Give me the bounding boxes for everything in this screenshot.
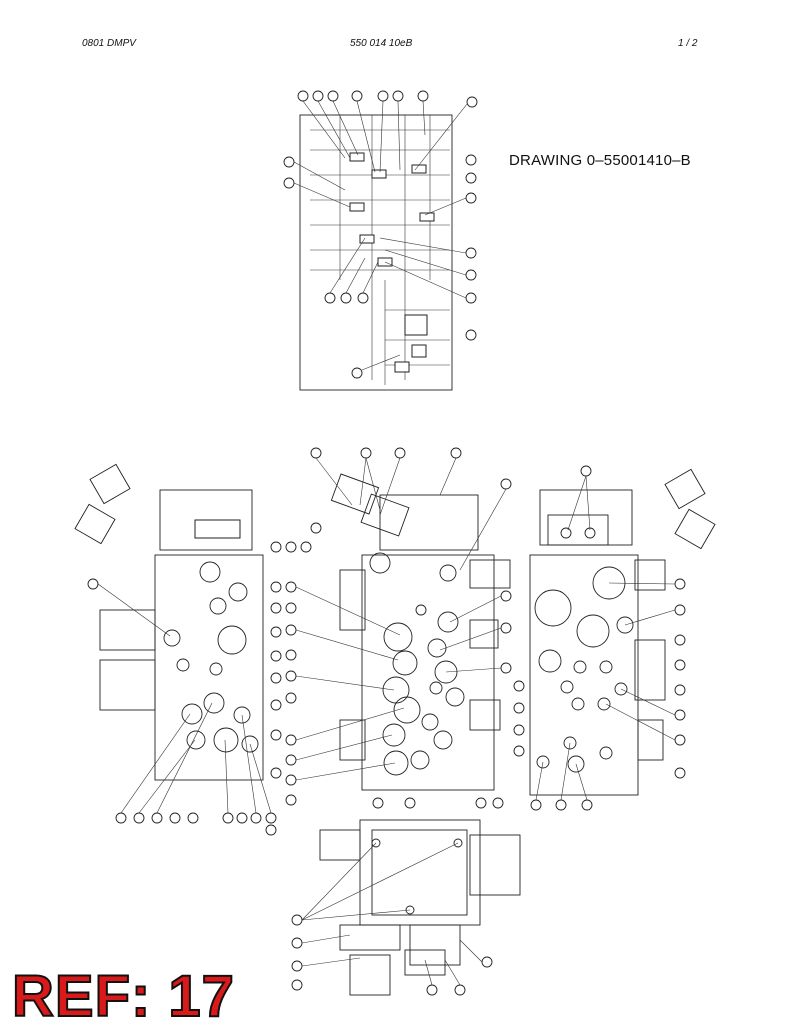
bottom-view xyxy=(319,819,521,996)
schematic-frame xyxy=(299,114,453,391)
schematic-leaders xyxy=(293,100,468,371)
header-model: 0801 DMPV xyxy=(82,38,136,49)
header-part-number: 550 014 10eB xyxy=(350,38,413,49)
ref-stamp: REF: 17 xyxy=(11,964,235,1029)
left-view xyxy=(74,463,264,781)
assembly-leaders xyxy=(97,457,676,986)
drawing-number-label: DRAWING 0–55001410–B xyxy=(509,152,691,169)
assembly-balloons xyxy=(87,447,686,996)
header-page-number: 1 / 2 xyxy=(678,38,698,49)
center-view xyxy=(330,473,511,791)
right-view xyxy=(529,468,716,796)
